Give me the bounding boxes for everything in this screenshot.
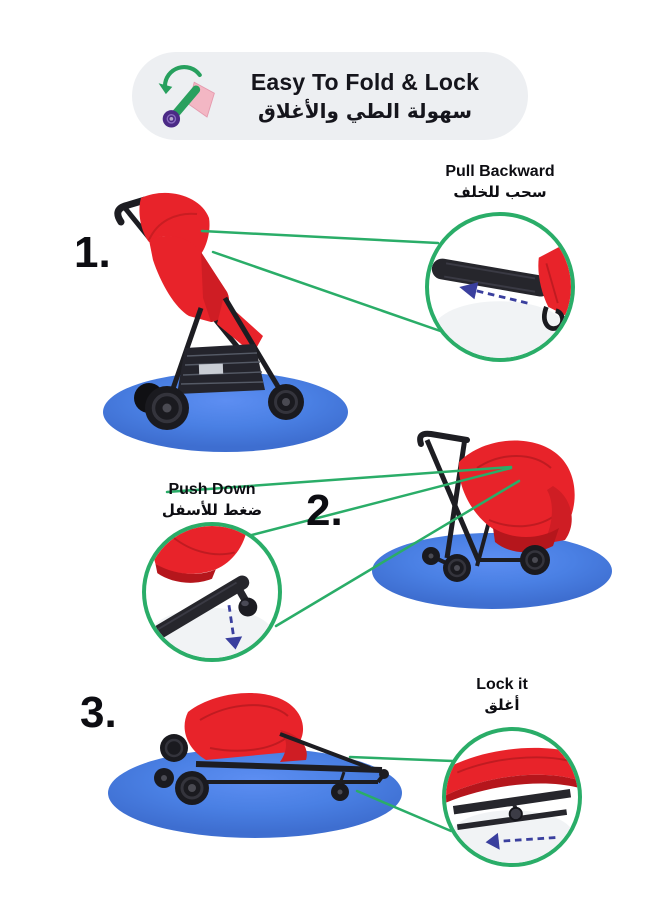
stroller-half-folded-illustration — [417, 430, 575, 582]
fold-rotate-arrow-icon-art — [158, 65, 215, 128]
header-title-arabic: سهولة الطي والأغلاق — [258, 99, 472, 123]
header-text: Easy To Fold & Lock سهولة الطي والأغلاق — [230, 69, 500, 123]
step-2-label-en: Push Down — [168, 481, 256, 498]
step-1-callout-label: Pull Backward سحب للخلف — [420, 163, 580, 201]
fold-rotate-arrow-icon — [154, 64, 218, 128]
step-2-zoom-detail — [146, 526, 274, 658]
step-2-label-ar: ضغط للأسفل — [161, 501, 263, 519]
step-3-label-en: Lock it — [476, 676, 528, 693]
step-1-label-ar: سحب للخلف — [453, 183, 547, 201]
step-2-number: 2. — [306, 486, 343, 535]
stroller-upright-illustration — [114, 192, 304, 430]
push-down-arrow — [225, 604, 243, 650]
step-3-zoom-detail — [446, 747, 578, 863]
step-3-label-ar: أغلق — [484, 696, 520, 714]
step-2-callout-label: Push Down ضغط للأسفل — [132, 481, 292, 519]
step-1-zoom-circle — [425, 212, 575, 362]
step-2-zoom-circle — [142, 522, 282, 662]
step-1-number: 1. — [74, 228, 111, 277]
step-1-zoom-detail — [431, 240, 571, 358]
header-badge: Easy To Fold & Lock سهولة الطي والأغلاق — [132, 52, 528, 140]
pull-backward-arrow — [459, 282, 528, 305]
step-3-zoom-circle — [442, 727, 582, 867]
step-3-number: 3. — [80, 688, 117, 737]
step-3-callout-label: Lock it أغلق — [422, 676, 582, 714]
stroller-folded-illustration — [154, 693, 389, 805]
step-1-label-en: Pull Backward — [445, 163, 555, 180]
lock-slide-arrow — [485, 832, 556, 850]
header-title: Easy To Fold & Lock — [250, 69, 480, 95]
